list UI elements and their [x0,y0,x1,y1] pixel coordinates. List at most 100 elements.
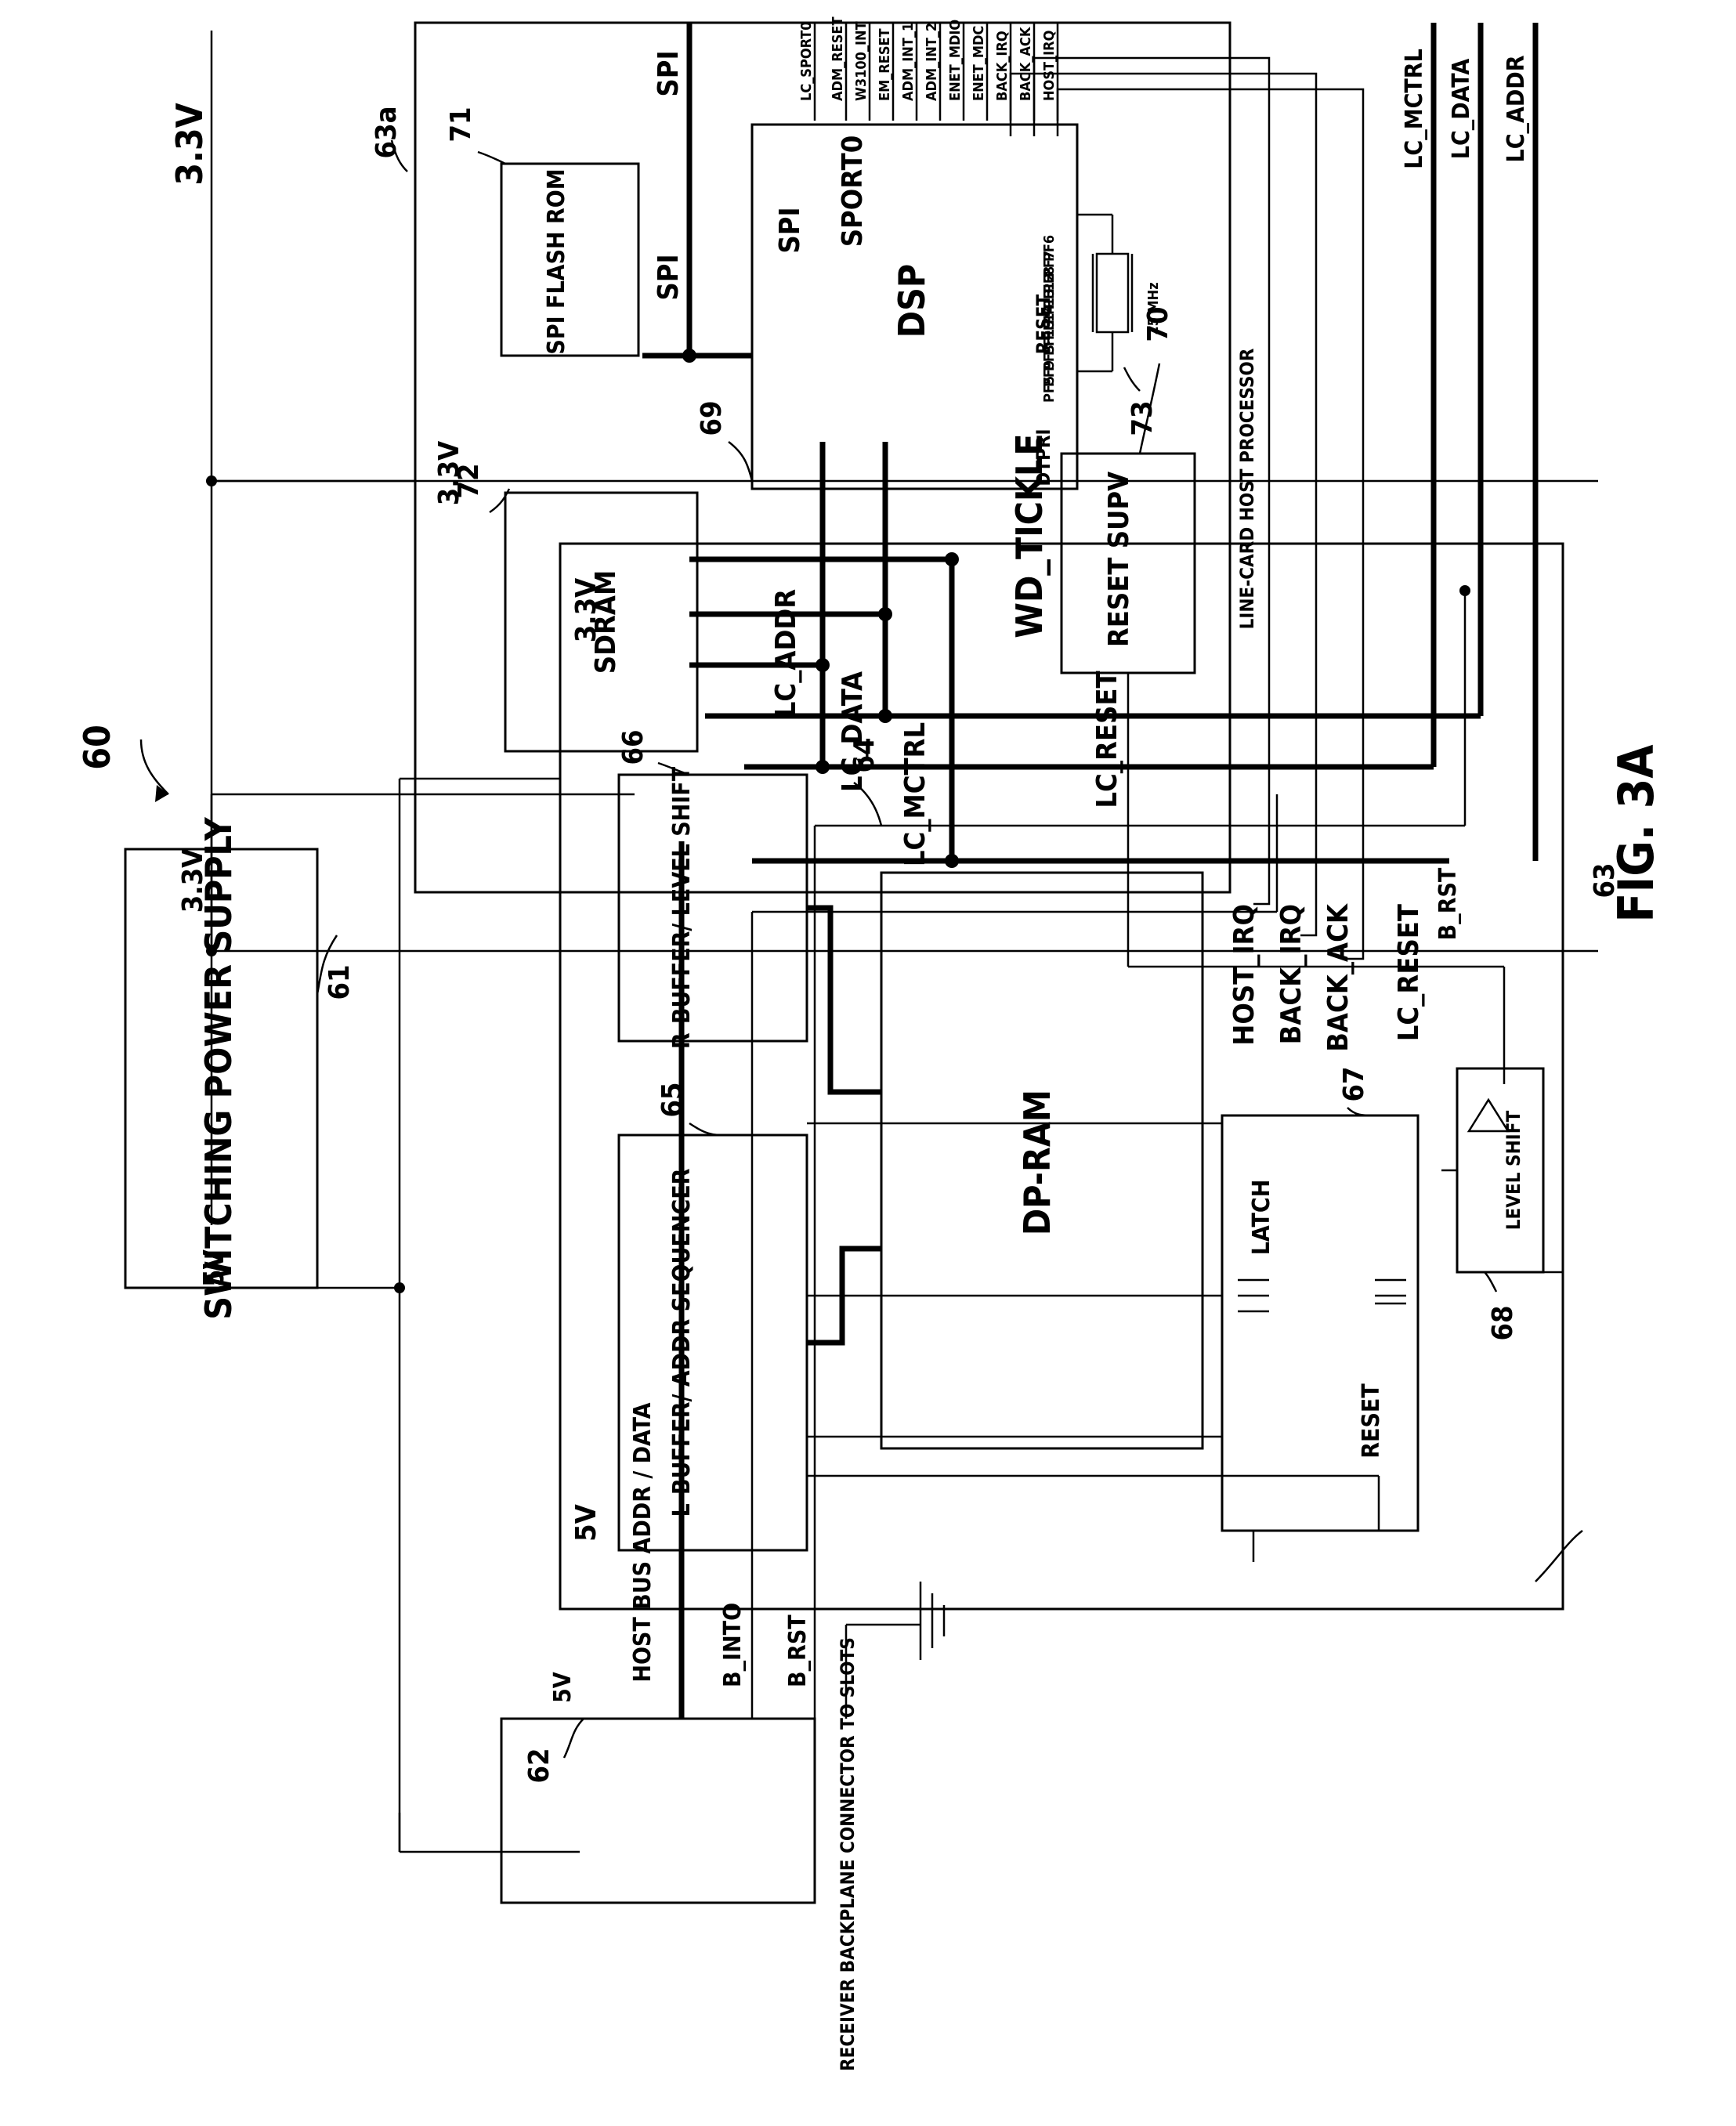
output-signal-wires [686,23,1059,168]
host-irq-label: HOST_IRQ [1228,904,1260,1046]
dsp-output-signal: BACK_IRQ [994,31,1011,101]
lc-data-bus-label: LC_DATA [837,671,869,792]
dsp-output-signal: ENET_MDIO [947,20,964,101]
dsp-output-signal: EM_RESET [877,28,893,101]
out-lc-mctrl: LC_MCTRL [1401,49,1428,169]
ref-63: 63 [1589,862,1621,898]
pf-pin: PF12 [1041,273,1058,309]
ground-wire [844,1582,946,1719]
dsp-output-signal: LC_SPORT0 [798,21,815,101]
spi-bus-label: SPI [653,254,685,300]
lc-addr-bus-label: LC_ADDR [770,589,802,718]
back-ack-label: BACK_ACK [1322,902,1354,1052]
dsp-output-signal: ADM_INT_2 [924,23,940,101]
ref-73: 73 [1127,400,1159,436]
figure-ref-60: 60 [76,725,118,770]
lc-reset-wire [1127,673,1506,1084]
pf-pin: PF7 [1041,251,1058,277]
lc-mctrl-bus-label: LC_MCTRL [899,722,931,866]
lc-data-bus [689,442,1481,723]
sdram-label: SDRAM [590,570,622,674]
dsp-sport0-pin: SPORT0 [837,136,869,248]
latch-reset-pin: RESET [1358,1383,1385,1459]
dsp-output-signal: ADM_RESET [830,16,846,101]
crystal-icon: 25 MHz 73 [1077,213,1162,436]
sdram-block: SDRAM 72 [453,463,699,753]
pf-pin: PF14 [1041,305,1058,340]
lc-reset-bus-label: LC_RESET [1091,671,1123,808]
power-supply-3v3-pin: 3.3V [177,848,209,913]
ref-68: 68 [1487,1305,1519,1340]
dsp-output-signal-list: LC_SPORT0 ADM_RESET W3100_INT EM_RESET A… [798,16,1058,101]
rail-3v3 [206,31,1598,1225]
power-supply-5v-pin: 5V [198,1249,230,1287]
wd-tickle-label: WD_TICKLE [1008,433,1051,638]
b-rst-pin-label: B_RST [784,1614,812,1687]
switching-power-supply: SWITCHING POWER SUPPLY 3.3V 5V 61 [124,816,356,1320]
pf-pin: PF15 [1041,320,1058,356]
ref-69: 69 [696,400,728,436]
lc-addr-bus [689,442,1437,774]
dsp-dtpri-pin: DTPRI [1033,428,1054,486]
dsp-output-signal: W3100_INT [853,21,870,101]
ref-72: 72 [453,463,485,498]
flash-rom-block: SPI FLASH ROM 71 [445,107,640,357]
pf-pin: PF13 [1041,289,1058,324]
ref-62: 62 [523,1748,555,1783]
r-buffer-block: R-BUFFER/ LEVEL SHIFT 66 [617,729,808,1049]
dsp-output-signal: ENET_MDC [971,26,987,101]
out-spi: SPI [653,50,685,96]
l-buffer-label: L-BUFFER/ ADDR SEQUENCER [668,1168,696,1517]
dsp-spi-pin: SPI [774,207,806,253]
dsp-label: DSP [891,264,933,338]
dsp-reset-pin: RESET [1033,295,1054,355]
out-lc-data: LC_DATA [1448,59,1475,160]
out-lc-addr: LC_ADDR [1503,55,1530,162]
flash-rom-label: SPI FLASH ROM [543,168,570,354]
lc-mctrl-bus [689,552,1449,868]
ref-63a: 63a [371,107,403,159]
dsp-block: DSP SPI SPORT0 DTPRI RESET 69 [696,123,1079,490]
host-bus-wire: HOST BUS ADDR / DATA [629,841,685,1719]
r-buffer-label: R-BUFFER/ LEVEL SHIFT [668,766,696,1049]
level-shift-block: LEVEL SHIFT 68 [1456,1067,1545,1341]
figure-caption: FIG. 3A [1608,744,1665,922]
card-3v3-rail: 3.3V [570,578,602,642]
host-processor-board: LINE-CARD HOST PROCESSOR 63a 3.3V [371,21,1258,894]
host-processor-3v3-rail: 3.3V [433,441,465,505]
output-bus-wires [1430,23,1539,861]
pf-pin: PF6 [1041,235,1058,262]
dsp-pf-pin-list: PF6 PF7 PF8 PF12 PF13 PF14 PF15 PF3 PF9 … [1041,235,1058,403]
lc-reset-signal-label: LC_RESET [1393,904,1425,1041]
backplane-connector: 62 5V RECEIVER BACKPLANE CONNECTOR TO SL… [500,1637,859,2071]
spi-bus: SPI [642,74,752,363]
backplane-label: RECEIVER BACKPLANE CONNECTOR TO SLOTS [837,1637,859,2071]
dp-ram-label: DP-RAM [1016,1090,1058,1235]
latch-block: LATCH RESET 67 [1221,1066,1420,1532]
ref-65: 65 [656,1082,689,1117]
power-supply-label: SWITCHING POWER SUPPLY [197,816,240,1319]
b-into-label: B_INTO [719,1603,747,1687]
dp-ram-block: DP-RAM 64 [848,737,1204,1450]
ref-71: 71 [445,107,477,142]
host-processor-label: LINE-CARD HOST PROCESSOR [1236,348,1258,629]
reset-supv-label: RESET SUPV [1103,472,1135,647]
crystal-freq: 25 MHz [1145,282,1162,334]
b-into-wire: B_INTO [719,794,1278,1719]
pf-pin: PF9 [1041,360,1058,387]
back-irq-label: BACK_IRQ [1275,904,1307,1044]
latch-label: LATCH [1248,1180,1275,1256]
dp-ram-links [807,905,881,1346]
pf-pin: PF8 [1041,266,1058,293]
card-signal-wires [807,1122,1563,1562]
ref-67: 67 [1338,1066,1370,1101]
rail-5v [231,777,580,1853]
reset-supv-block: RESET SUPV 70 WD_TICKLE [1008,306,1196,674]
host-bus-label: HOST BUS ADDR / DATA [629,1402,656,1682]
backplane-5v-pin: 5V [549,1672,577,1703]
rail-3v3-label: 3.3V [168,103,211,185]
pf-pin: PF5 [1041,376,1058,403]
ref-61: 61 [324,964,356,1000]
dsp-output-signal: HOST_IRQ [1041,31,1058,101]
